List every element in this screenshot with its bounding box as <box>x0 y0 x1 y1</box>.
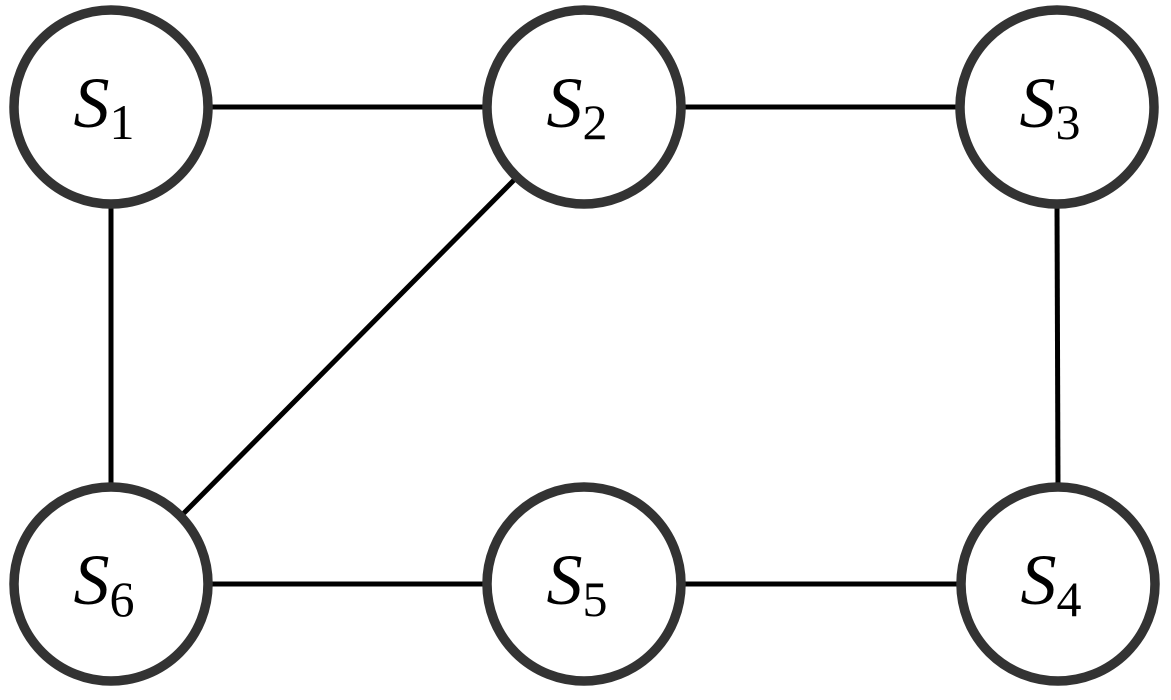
node-s4[interactable]: S4 <box>956 482 1160 686</box>
node-s6[interactable]: S6 <box>9 482 213 686</box>
node-s2[interactable]: S2 <box>482 5 686 209</box>
node-s4-label: S4 <box>1021 540 1082 628</box>
node-s3-label: S3 <box>1020 63 1081 151</box>
node-s2-label: S2 <box>547 63 608 151</box>
node-s3-circle[interactable] <box>955 5 1159 209</box>
node-s3[interactable]: S3 <box>955 5 1159 209</box>
node-s6-circle[interactable] <box>9 482 213 686</box>
node-s1[interactable]: S1 <box>9 5 213 209</box>
node-s5[interactable]: S5 <box>482 482 686 686</box>
node-s4-circle[interactable] <box>956 482 1160 686</box>
edges-layer <box>108 104 1061 587</box>
node-s1-circle[interactable] <box>9 5 213 209</box>
node-s5-circle[interactable] <box>482 482 686 686</box>
nodes-layer: S1 S2 S3 S4 S5 S6 <box>9 5 1160 686</box>
node-s5-label: S5 <box>547 540 608 628</box>
node-s6-label: S6 <box>74 540 135 628</box>
edge-s3-s4[interactable] <box>1054 203 1061 488</box>
edge-s2-s6[interactable] <box>181 178 516 516</box>
node-s1-label: S1 <box>74 63 135 151</box>
node-s2-circle[interactable] <box>482 5 686 209</box>
